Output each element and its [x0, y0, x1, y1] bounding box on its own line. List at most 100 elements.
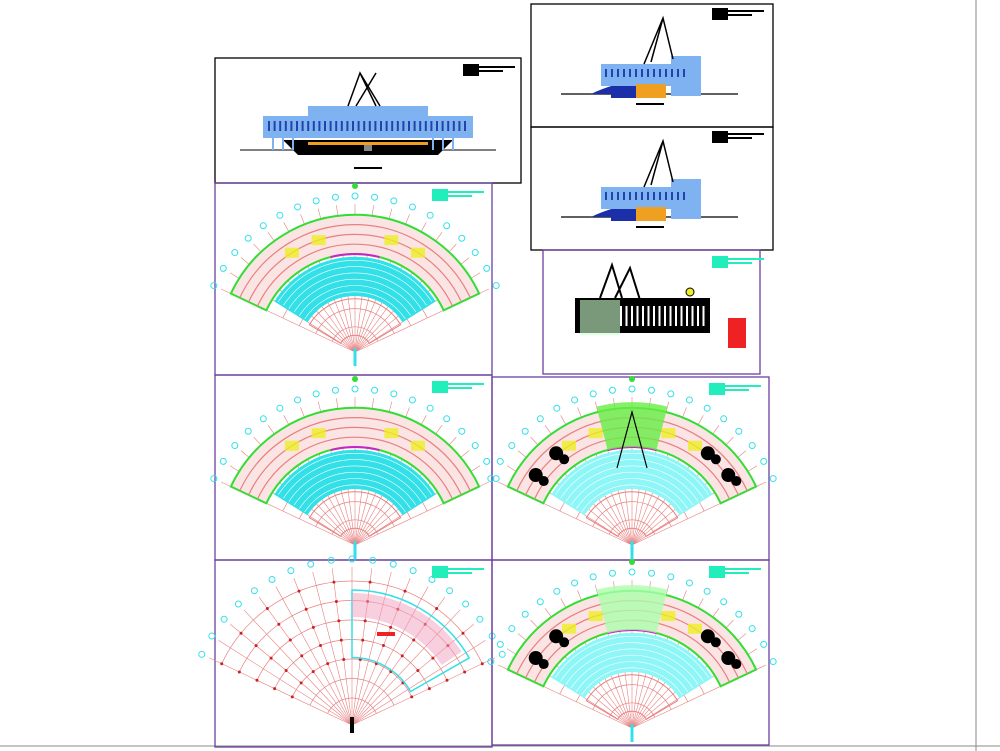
title-block-line — [448, 383, 484, 385]
grid-bubble — [390, 390, 398, 398]
tree — [721, 468, 736, 483]
grid-bubble — [294, 396, 302, 404]
column-node — [400, 654, 404, 658]
column-node — [311, 670, 315, 674]
grid-bubble — [720, 415, 728, 423]
panel-plan-roof — [487, 376, 777, 561]
section-window — [691, 306, 694, 326]
title-block-line — [728, 262, 752, 264]
grid-bubble — [408, 203, 416, 211]
window — [391, 121, 394, 131]
window — [641, 69, 643, 77]
section-window — [620, 306, 622, 326]
column-node — [300, 654, 304, 658]
grid-radial — [208, 657, 353, 726]
scale-bar — [636, 226, 664, 228]
section-window — [653, 306, 655, 326]
grid-arc — [331, 326, 379, 342]
window — [284, 121, 287, 131]
forecourt — [585, 674, 679, 721]
window — [629, 69, 631, 77]
window — [671, 192, 673, 200]
grid-bubble — [498, 650, 506, 658]
column-node — [220, 662, 224, 666]
seating-row — [293, 278, 417, 313]
window — [368, 121, 371, 131]
seating-row — [288, 272, 422, 309]
grid-bubble — [276, 211, 284, 219]
grid-arc — [315, 308, 395, 334]
tree — [538, 659, 549, 670]
title-block-mark — [432, 566, 448, 578]
column-node — [304, 607, 308, 611]
title-block-line — [728, 133, 764, 135]
corridor-wall — [248, 426, 462, 496]
room-fill — [284, 247, 299, 258]
grid-bubble — [760, 457, 768, 465]
room-fill — [311, 428, 326, 439]
window — [273, 121, 276, 131]
forecourt — [308, 491, 402, 538]
seating-row — [581, 667, 683, 696]
axis-marker — [630, 724, 634, 742]
room-fill — [411, 440, 426, 451]
grid-arc — [608, 702, 656, 718]
forecourt — [585, 491, 679, 538]
grid-bubble — [703, 404, 711, 412]
window — [307, 121, 310, 131]
grid-bubble — [348, 555, 356, 563]
column-node — [299, 681, 303, 685]
lower-glazing — [611, 86, 636, 98]
title-block-mark — [463, 64, 479, 76]
grid-bubble — [553, 404, 561, 412]
grid-arc — [315, 501, 395, 527]
seating-row — [560, 459, 704, 499]
window — [629, 192, 631, 200]
label-mark — [377, 632, 395, 636]
column-node — [288, 638, 292, 642]
grid-arc — [592, 501, 672, 527]
grid-bubble — [492, 475, 500, 483]
title-block-mark — [432, 381, 448, 393]
mast — [347, 71, 381, 107]
window — [424, 121, 427, 131]
column-node — [290, 695, 294, 699]
tree — [528, 468, 543, 483]
title-block-line — [479, 66, 515, 68]
section-window — [631, 306, 633, 326]
title-block-line — [725, 385, 761, 387]
title-block-line — [728, 137, 752, 139]
corridor-wall — [256, 243, 454, 307]
column-node — [254, 644, 258, 648]
seating-row — [304, 484, 406, 513]
column-node — [332, 580, 336, 584]
column-node — [381, 644, 385, 648]
grid-bubble — [443, 415, 451, 423]
room-fill — [561, 440, 576, 451]
window — [611, 69, 613, 77]
column-node — [337, 619, 341, 623]
grid-bubble — [244, 234, 252, 242]
grid-radial — [351, 657, 496, 726]
grid-bubble — [327, 556, 335, 564]
grid-bubble — [428, 576, 436, 584]
tower-block — [671, 56, 701, 96]
panel-plan-ground — [210, 182, 500, 376]
section-window — [669, 306, 672, 326]
grid-bubble — [589, 390, 597, 398]
window — [329, 121, 332, 131]
window — [340, 121, 343, 131]
building-ring — [229, 213, 481, 312]
window — [665, 69, 667, 77]
seating-row — [576, 478, 688, 509]
grid-bubble — [231, 442, 239, 450]
window — [396, 121, 399, 131]
column-node — [461, 631, 465, 635]
grid-arc — [592, 684, 672, 710]
stage-edge — [330, 253, 380, 259]
detail-bubble — [685, 287, 695, 297]
north-marker — [352, 183, 358, 189]
grid-bubble — [210, 282, 218, 290]
room-fill — [411, 247, 426, 258]
column-node — [339, 638, 343, 642]
